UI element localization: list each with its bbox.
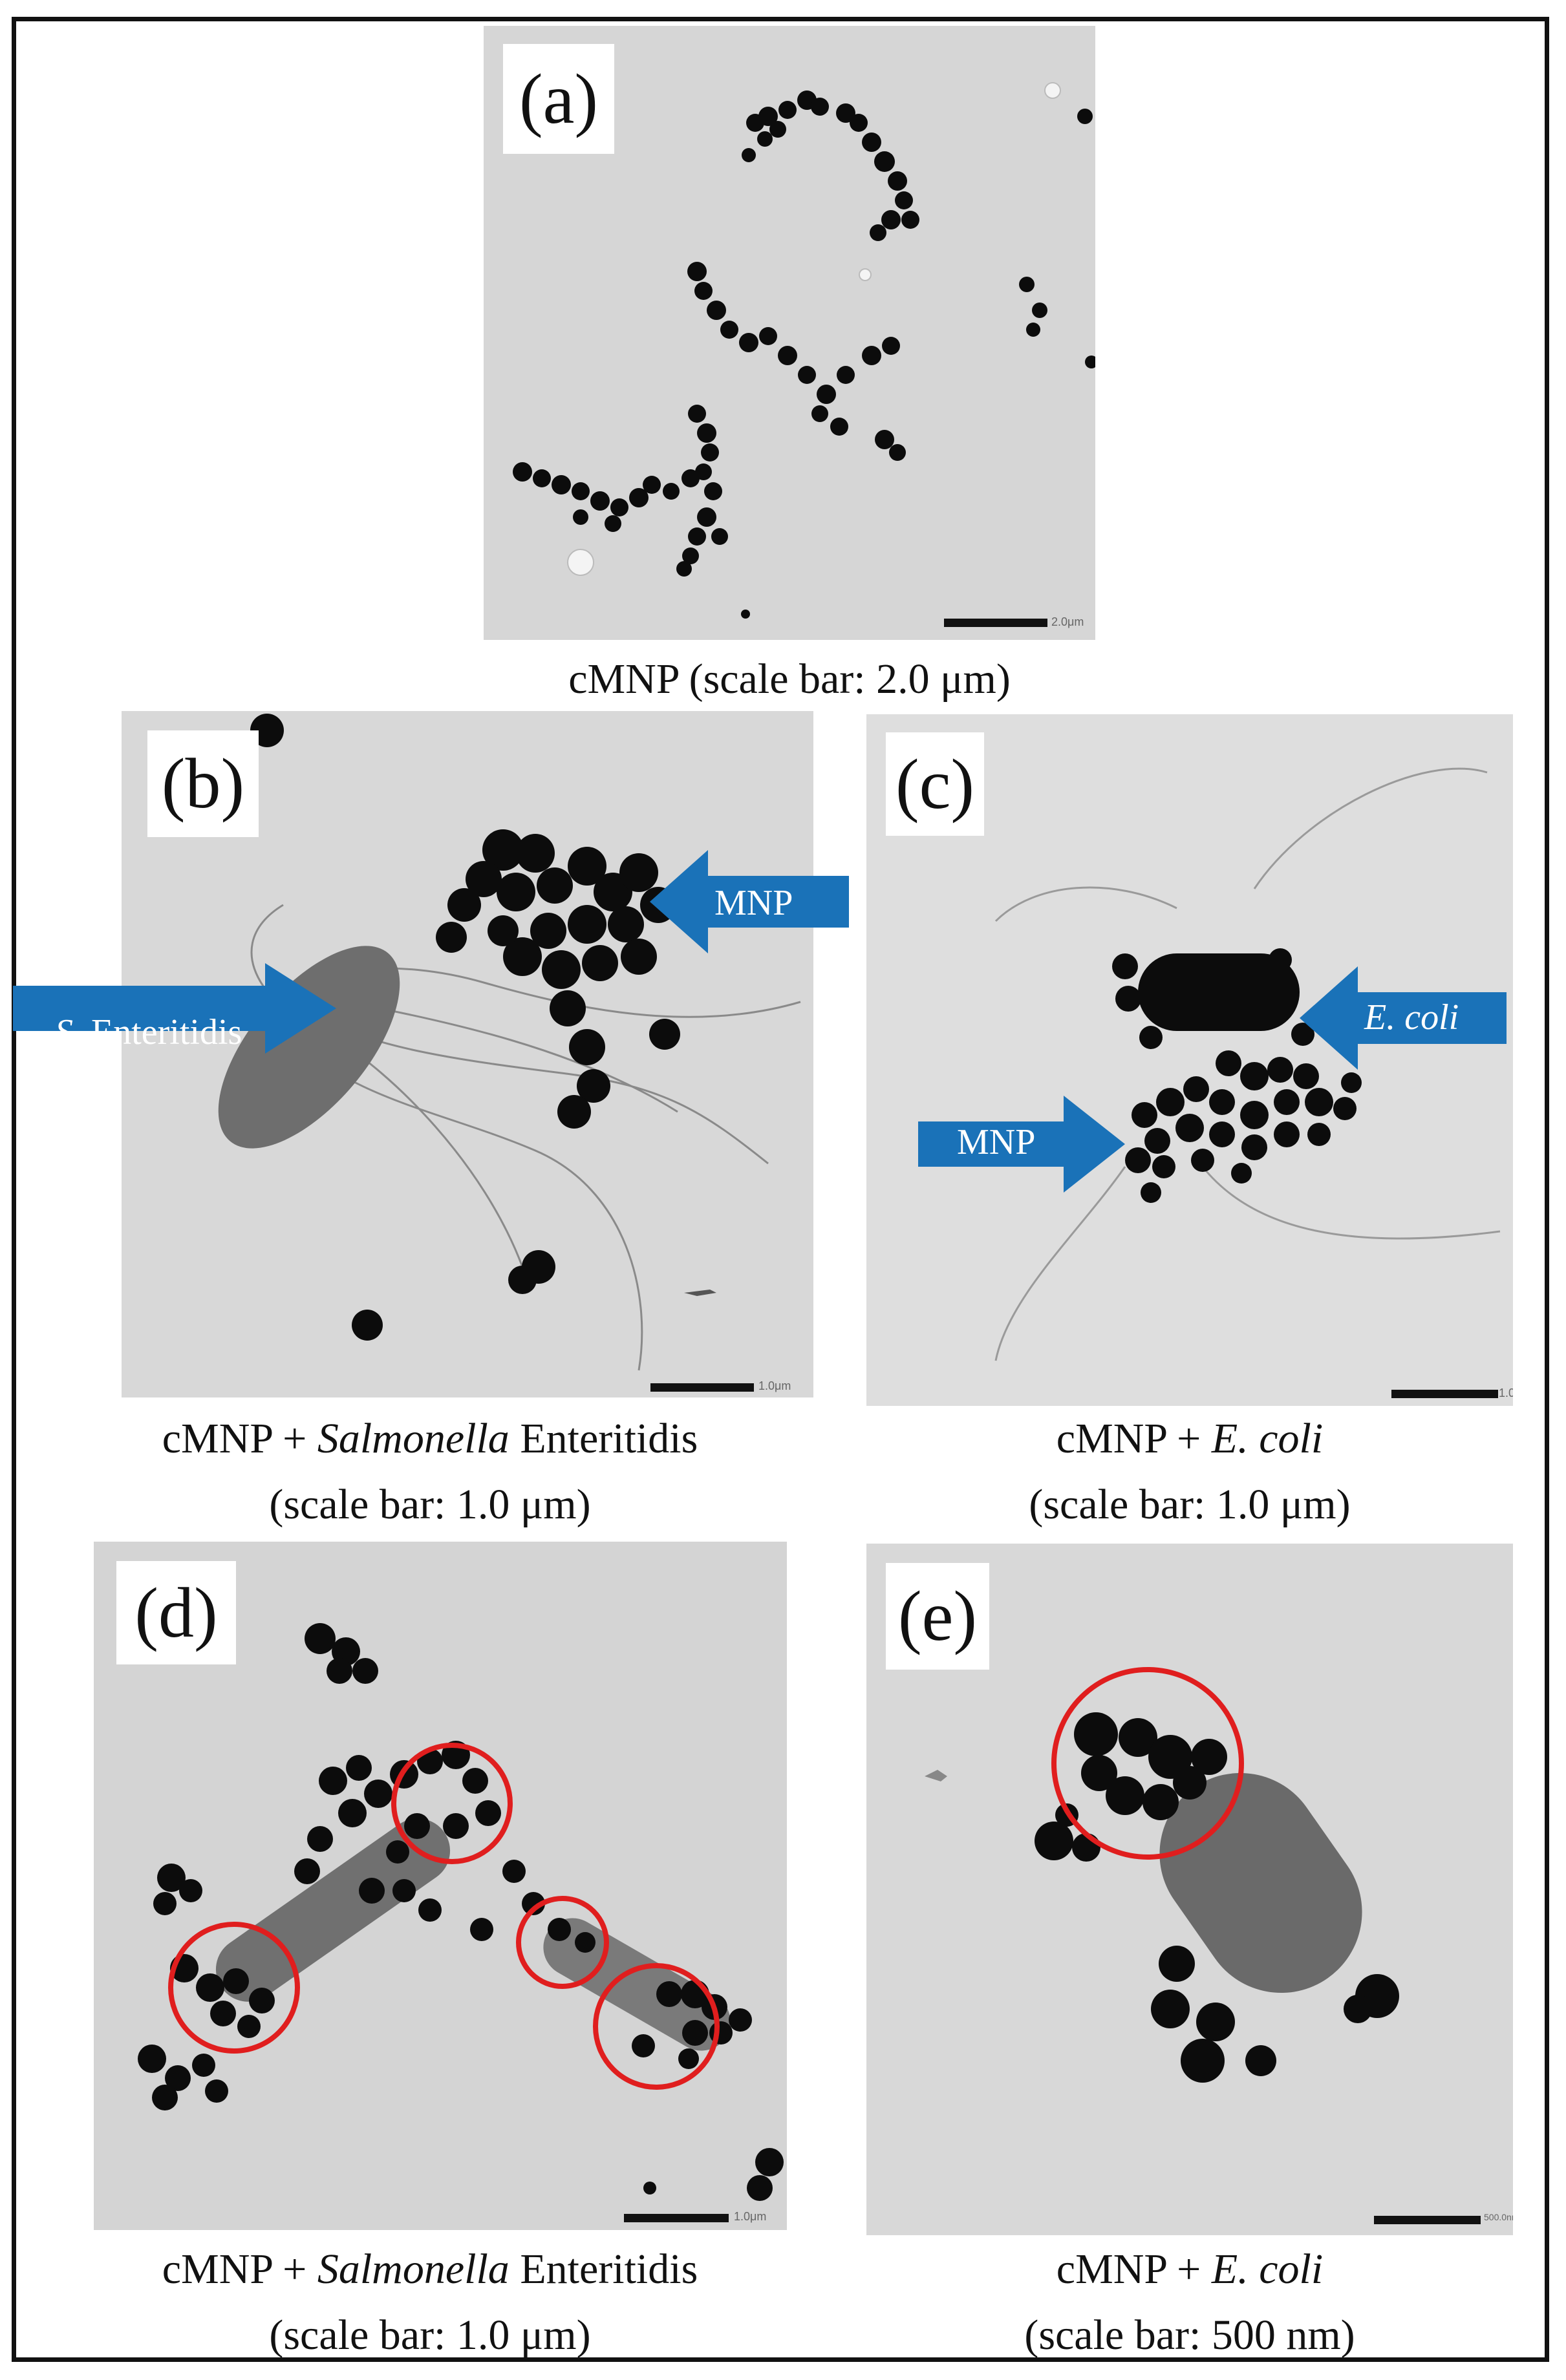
- panel-b-micrograph: [218, 714, 801, 1371]
- arrow-mnp-b-label: MNP: [714, 883, 793, 923]
- nanoparticle-cluster-e: [1035, 1712, 1399, 2083]
- panel-a-label: (a): [503, 44, 614, 154]
- panel-c-scale-text: 1.0μm: [1499, 1387, 1513, 1399]
- panel-b-scale-bar: [650, 1383, 754, 1392]
- arrow-e-coli-label: E. coli: [1364, 997, 1459, 1037]
- panel-c-caption: cMNP + E. coli (scale bar: 1.0 μm): [1029, 1415, 1351, 1529]
- panel-b-label: (b): [147, 730, 259, 837]
- debris: [684, 1290, 716, 1296]
- nanoparticle-cluster-c: [1112, 948, 1362, 1203]
- bacterium-e-coli: [1138, 953, 1300, 1031]
- panel-e-scale-text: 500.0nm: [1484, 2212, 1513, 2222]
- nanoparticle-clusters: [513, 90, 1095, 619]
- panel-a-caption: cMNP (scale bar: 2.0 μm): [568, 655, 1011, 703]
- arrow-s-enteritidis-shape: [13, 963, 336, 1054]
- figure-frame: [12, 17, 1549, 2362]
- panel-e-caption: cMNP + E. coli (scale bar: 500 nm): [1024, 2246, 1355, 2359]
- panel-c-image: (c) 1.0μm: [866, 714, 1513, 1406]
- panel-a-image: (a) 2.0μm: [484, 26, 1095, 640]
- debris-e: [925, 1770, 947, 1781]
- highlight-circles-d: [168, 1743, 720, 2090]
- panel-c-micrograph: [994, 767, 1501, 1361]
- panel-d-scale-bar: [624, 2214, 729, 2222]
- bacterium-s-enteritidis: [218, 946, 400, 1149]
- arrow-e-coli: [1300, 966, 1507, 1070]
- panel-d-scale-text: 1.0μm: [734, 2210, 767, 2223]
- arrow-mnp-c: [918, 1096, 1125, 1193]
- panel-b-image: (b) 1.0μm: [122, 711, 813, 1397]
- nanoparticle-cluster-d: [138, 1623, 784, 2201]
- flagella-c: [994, 767, 1501, 1361]
- arrow-mnp-c-shape: [918, 1096, 1125, 1193]
- bubbles: [567, 82, 1061, 576]
- arrow-s-enteritidis-label: S. Enteritidis: [55, 1012, 242, 1052]
- panel-b-scale-text: 1.0μm: [758, 1379, 791, 1392]
- bacterium-d-1: [215, 1818, 451, 2002]
- panel-d-caption: cMNP + Salmonella Enteritidis (scale bar…: [162, 2246, 698, 2359]
- arrow-s-enteritidis: [13, 963, 336, 1054]
- nanoparticle-cluster-b: [250, 714, 680, 1341]
- bacterium-e: [1159, 1772, 1362, 1993]
- arrow-e-coli-shape: [1300, 966, 1507, 1070]
- panel-a-micrograph: [513, 82, 1095, 619]
- panel-d-micrograph: [138, 1623, 784, 2201]
- panel-c-label: (c): [886, 732, 984, 836]
- panel-d-image: (d) 1.0μm: [94, 1542, 787, 2230]
- arrow-mnp-b: [650, 850, 849, 953]
- arrow-mnp-c-label: MNP: [957, 1122, 1036, 1162]
- highlight-circle-e: [1051, 1667, 1244, 1860]
- panel-e-micrograph: [925, 1667, 1399, 2083]
- panel-e-scale-bar: [1374, 2216, 1481, 2224]
- panel-e-image: (e) 500.0nm: [866, 1544, 1513, 2235]
- panel-e-label: (e): [886, 1563, 989, 1670]
- panel-a-scale-bar: [944, 619, 1047, 627]
- panel-d-label: (d): [116, 1561, 236, 1664]
- arrow-mnp-b-shape: [650, 850, 849, 953]
- panel-c-scale-bar: [1391, 1390, 1498, 1398]
- panel-a-scale-text: 2.0μm: [1051, 615, 1084, 628]
- panel-b-caption: cMNP + Salmonella Enteritidis (scale bar…: [162, 1415, 698, 1529]
